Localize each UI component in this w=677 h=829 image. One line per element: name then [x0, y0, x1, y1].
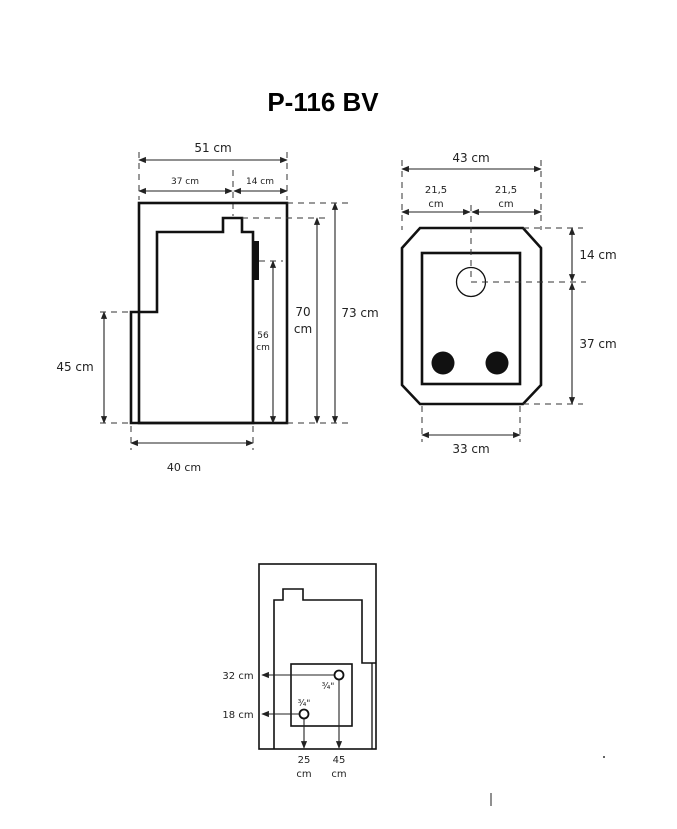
side-view: 51 cm 37 cm 14 cm 56 cm 70 cm 73 cm 45 c…: [56, 141, 378, 474]
dimension-label: 14 cm: [246, 177, 274, 187]
stray-dot: [603, 756, 605, 758]
dimension-label: cm: [331, 769, 346, 780]
back-casing: [258, 563, 377, 750]
dimension-label: 37 cm: [171, 177, 199, 187]
dimension-label: 40 cm: [167, 461, 201, 474]
outer-casing: [137, 201, 289, 425]
connection-panel: [290, 663, 353, 727]
dimension-label: 32 cm: [222, 671, 253, 682]
dimension-label: cm: [256, 343, 270, 353]
back-profile: [273, 588, 376, 749]
hotplate-left: [431, 351, 455, 375]
dimension-label: cm: [498, 199, 513, 210]
dimension-label: 33 cm: [452, 442, 489, 456]
firebox-profile: [129, 216, 255, 425]
dimension-label: 14 cm: [579, 248, 616, 262]
dimension-label: 43 cm: [452, 151, 489, 165]
hotplate-right: [485, 351, 509, 375]
dimension-label: 18 cm: [222, 710, 253, 721]
pipe-size-label: ¾": [298, 699, 311, 709]
dimension-label: 37 cm: [579, 337, 616, 351]
pipe-connection-lower: [298, 708, 310, 720]
top-view: 43 cm 21,5 cm 21,5 cm 14 cm 37 cm 33 cm: [400, 151, 617, 456]
dimension-label: 56: [257, 331, 269, 341]
dimension-label: cm: [428, 199, 443, 210]
pipe-connection-upper: [333, 669, 345, 681]
dimension-label: 45 cm: [56, 360, 93, 374]
dimension-label: 73 cm: [341, 306, 378, 320]
dimension-label: 25: [298, 755, 311, 766]
dimension-label: 21,5: [425, 185, 447, 196]
page-title: P-116 BV: [267, 87, 379, 117]
dimension-label: cm: [294, 322, 312, 336]
dimension-label: 51 cm: [194, 141, 231, 155]
dimension-label: cm: [296, 769, 311, 780]
outlet-block: [253, 241, 259, 280]
dimension-label: 45: [333, 755, 346, 766]
pipe-size-label: ¾": [322, 682, 335, 692]
dimension-label: 70: [295, 305, 310, 319]
back-view: 32 cm 18 cm ¾" ¾" 25 cm 45 cm: [222, 563, 377, 780]
dimension-label: 21,5: [495, 185, 517, 196]
